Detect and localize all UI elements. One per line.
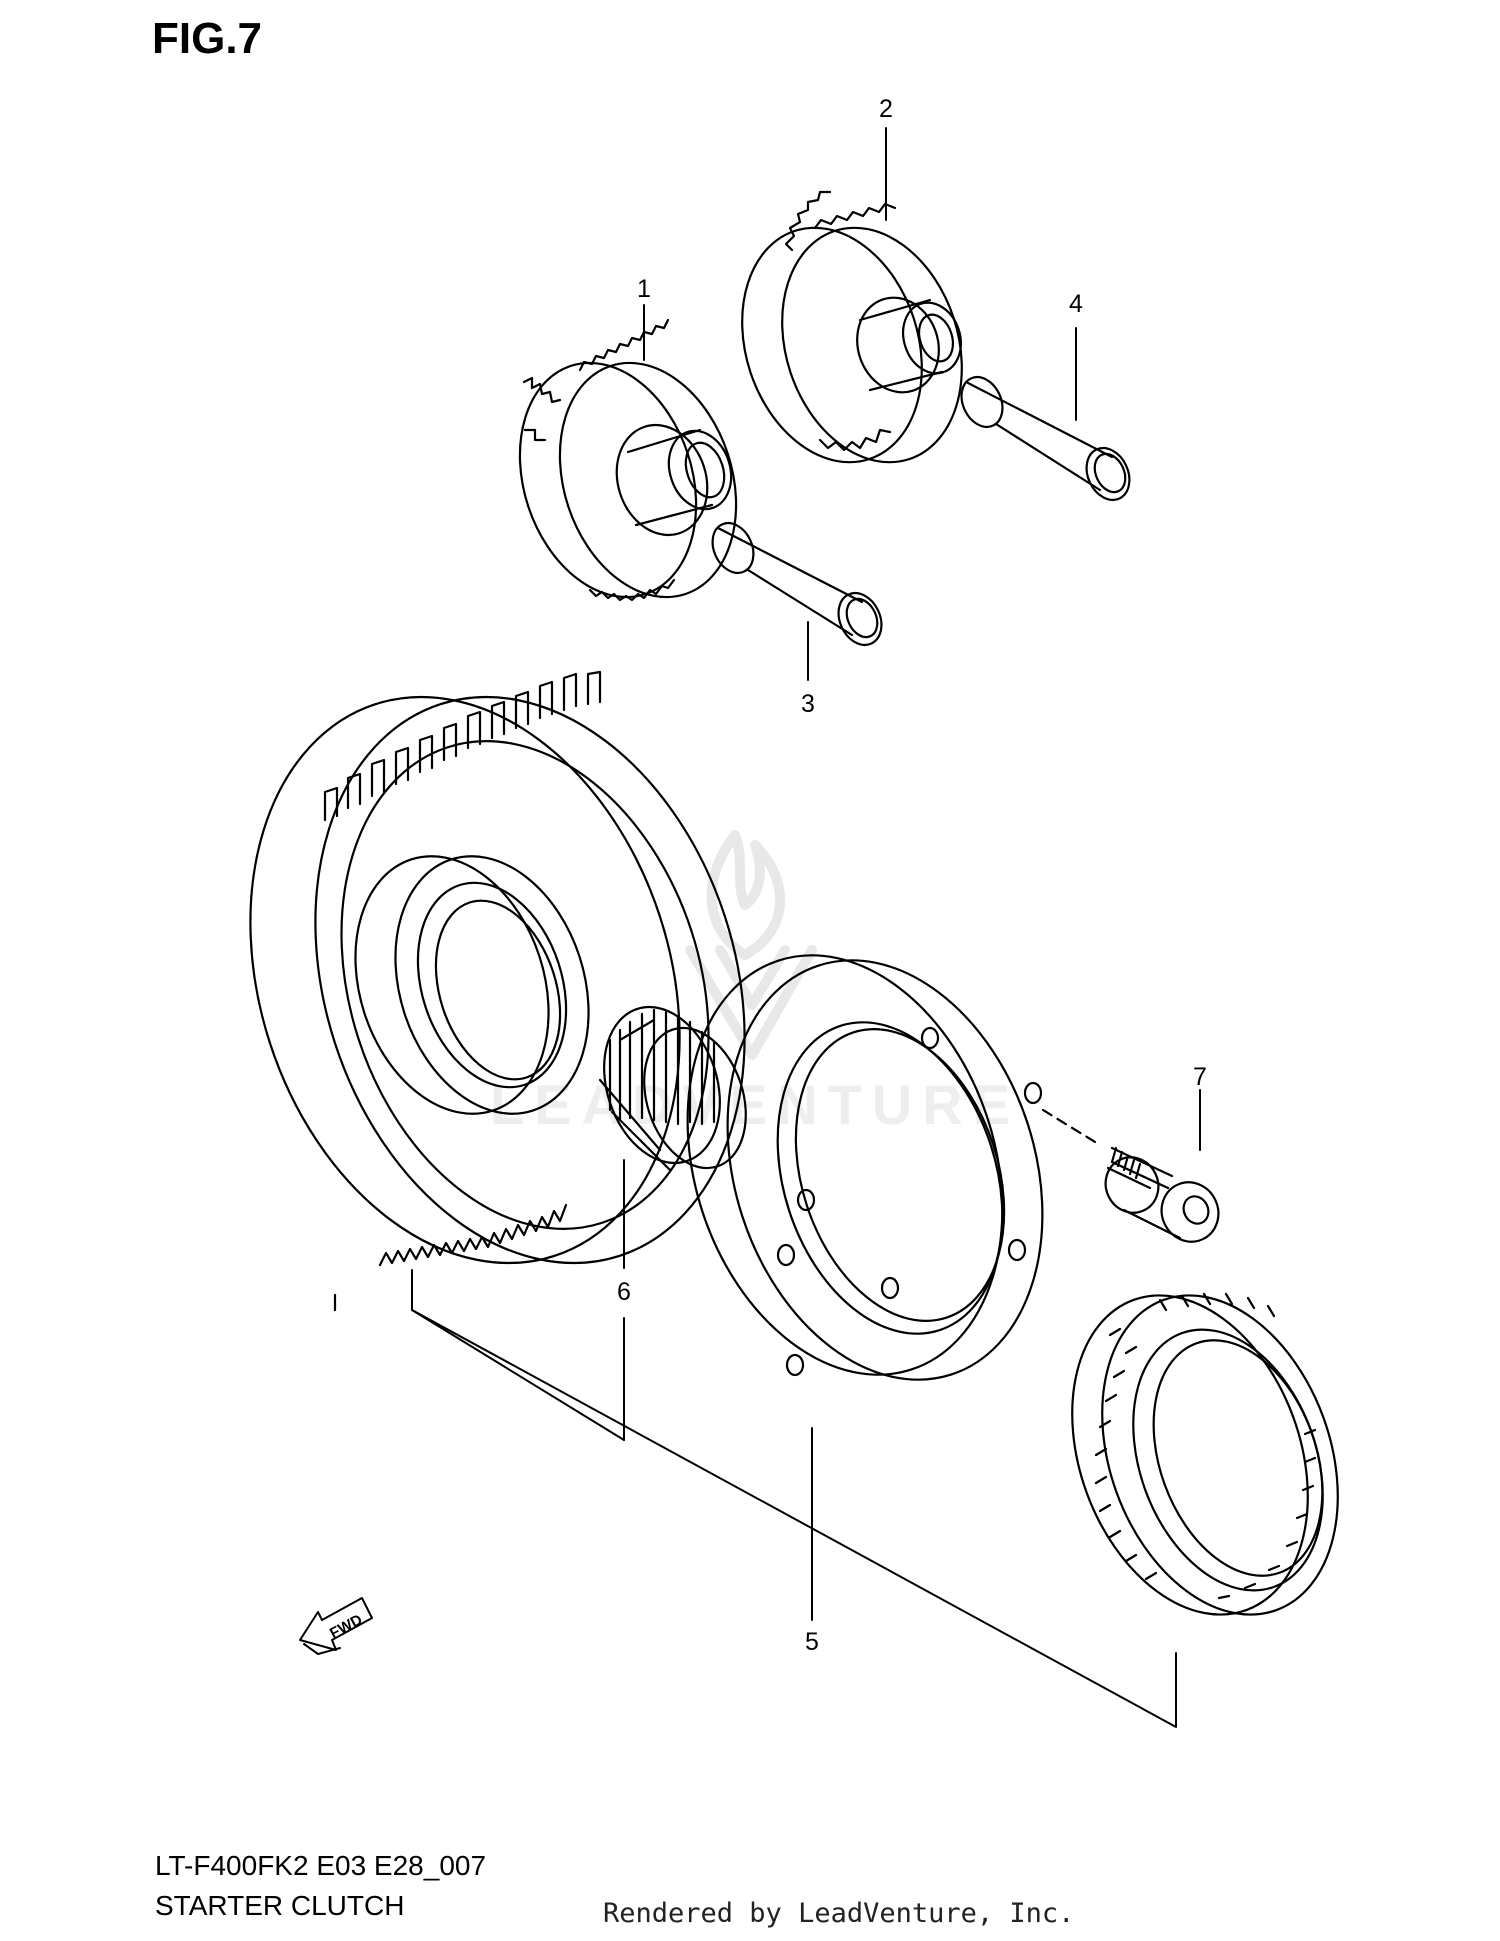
starter-driven-gear bbox=[249, 670, 746, 1312]
part-2-idle-gear bbox=[741, 190, 963, 464]
one-way-clutch bbox=[1071, 1292, 1339, 1616]
part-3-shaft bbox=[711, 522, 883, 646]
leader-lines bbox=[411, 127, 1201, 1728]
part-5-clutch-body bbox=[686, 954, 1044, 1381]
rendered-by-credit: Rendered by LeadVenture, Inc. bbox=[603, 1898, 1075, 1929]
part-7-bolt bbox=[1041, 1108, 1220, 1243]
clutch-bolt-holes bbox=[776, 1026, 1043, 1377]
model-code: LT-F400FK2 E03 E28_007 bbox=[155, 1850, 487, 1881]
part-1-small-gear bbox=[518, 318, 738, 602]
callout-2: 2 bbox=[879, 95, 893, 123]
callout-4: 4 bbox=[1069, 290, 1083, 318]
watermark-text: LEADVENTURE bbox=[490, 1073, 1021, 1136]
section-name: STARTER CLUTCH bbox=[155, 1890, 405, 1921]
watermark-logo-icon bbox=[685, 830, 817, 1060]
fwd-arrow-icon: FWD bbox=[299, 1597, 373, 1655]
callout-3: 3 bbox=[801, 690, 815, 718]
callout-5: 5 bbox=[805, 1628, 819, 1656]
callout-1: 1 bbox=[637, 275, 651, 303]
callout-6: 6 bbox=[617, 1278, 631, 1306]
callout-7: 7 bbox=[1193, 1063, 1207, 1091]
part-4-shaft bbox=[960, 376, 1131, 501]
part-6-needle-bearing bbox=[598, 1005, 747, 1172]
figure-title: FIG.7 bbox=[152, 14, 263, 63]
